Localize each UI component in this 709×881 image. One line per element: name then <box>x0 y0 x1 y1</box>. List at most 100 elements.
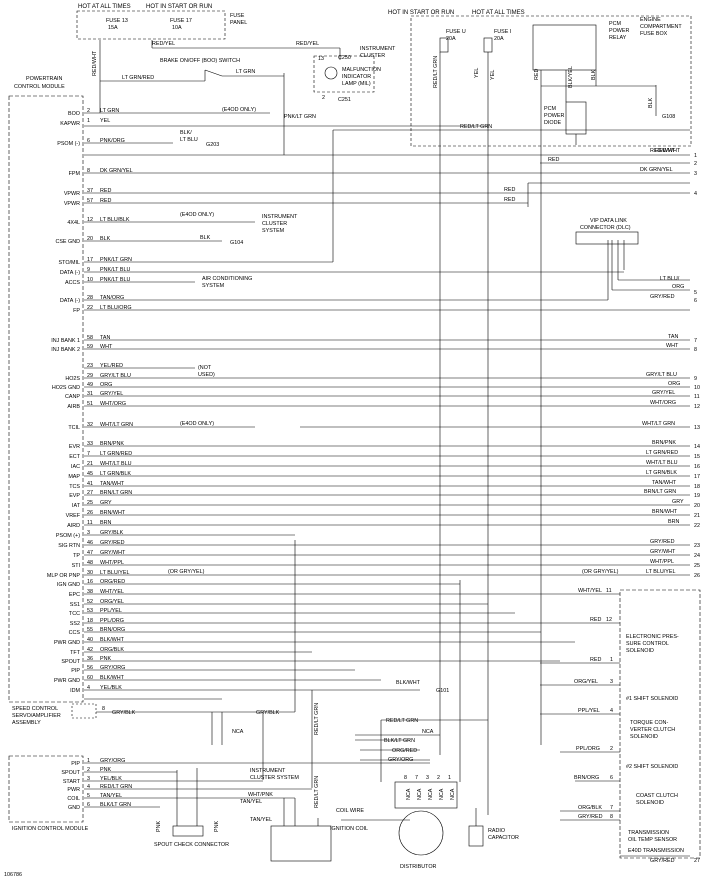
icm-title: IGNITION CONTROL MODULE <box>12 826 89 832</box>
right-ref-number: 15 <box>694 454 700 460</box>
icm-pin-wire: TAN/YEL <box>100 793 122 799</box>
note-not-used-1: (NOT <box>198 365 212 371</box>
right-wire-brn-lt-grn19: BRN/LT GRN <box>644 489 676 495</box>
trans-org-yel: ORG/YEL <box>574 679 598 685</box>
trans-ss2-label: #2 SHIFT SOLENOID <box>626 764 678 770</box>
spout-check-label: SPOUT CHECK CONNECTOR <box>154 842 229 848</box>
pcm-pin-wire: BRN/LT GRN <box>100 490 132 496</box>
pcm-pin-number: 3 <box>87 530 90 536</box>
pcm-pin-wire: ORG/YEL <box>100 599 124 605</box>
pcm-pin-label: TCIL <box>68 425 80 431</box>
icm-pin-wire: GRY/ORG <box>100 758 125 764</box>
pcm-pin-label: AIRB <box>67 404 80 410</box>
org-red-dist: ORG/RED <box>392 748 417 754</box>
pcm-pin-number: 7 <box>87 451 90 457</box>
pcm-pin-label: KAPWR <box>60 121 80 127</box>
right-ref-number: 8 <box>694 347 697 353</box>
right-ref-number: 26 <box>694 573 700 579</box>
right-wire-gry-yel11: GRY/YEL <box>652 390 675 396</box>
pcm-diode-label-3: DIODE <box>544 120 561 126</box>
pcm-pin-number: 23 <box>87 363 93 369</box>
tan-yel-label: TAN/YEL <box>240 799 262 805</box>
pcm-pin-wire: BRN/ORG <box>100 627 125 633</box>
icm-pin-label: START <box>63 779 81 785</box>
pcm-pin-number: 25 <box>87 500 93 506</box>
trans-tft-label: TRANSMISSION <box>628 830 669 836</box>
right-wire-lt-blu-yel26: LT BLU/YEL <box>646 569 675 575</box>
ic-system-label: INSTRUMENT <box>250 768 286 774</box>
pcm-pin-label: ACCS <box>65 280 80 286</box>
pcm-pin-label: MLP OR PNP <box>47 573 81 579</box>
mil-pin-2: 2 <box>322 95 325 101</box>
note-blk-lt-blu-2: LT BLU <box>180 137 198 143</box>
trans-brn-org: BRN/ORG <box>574 775 599 781</box>
note-pnk-lt-grn: PNK/LT GRN <box>284 114 316 120</box>
pcm-pin-number: 27 <box>87 490 93 496</box>
right-ref-number: 11 <box>694 394 700 400</box>
pcm-pin-number: 30 <box>87 570 93 576</box>
pcm-pin-label: VPWR <box>64 201 80 207</box>
trans-epc-label: ELECTRONIC PRES- <box>626 634 679 640</box>
right-ref-number: 19 <box>694 493 700 499</box>
note-ic-system-2: CLUSTER <box>262 221 287 227</box>
distributor-pin: 8 <box>404 775 407 781</box>
right-wire-brn-wht21: BRN/WHT <box>652 509 678 515</box>
fuse-u-box <box>439 37 449 53</box>
hot-all-times-right: HOT AT ALL TIMES <box>472 10 525 16</box>
mil-label-2: INDICATOR <box>342 74 371 80</box>
pcm-pin-wire: PNK <box>100 656 111 662</box>
red-lt-grn-dist: RED/LT GRN <box>386 718 418 724</box>
right-ref-number: 10 <box>694 385 700 391</box>
right-wire-brn-pnk14: BRN/PNK <box>652 440 676 446</box>
pcm-pin-number: 2 <box>87 108 90 114</box>
trans-epc-label: SURE CONTROL <box>626 641 669 647</box>
pcm-pin-number: 16 <box>87 579 93 585</box>
engine-box-label-3: FUSE BOX <box>640 31 668 37</box>
pcm-pin-number: 48 <box>87 560 93 566</box>
pcm-pin-label: PSOM (+) <box>56 533 80 539</box>
note-red-relay: RED <box>534 69 540 80</box>
right-ref-number: 7 <box>694 338 697 344</box>
trans-pin1: 1 <box>610 657 613 663</box>
pcm-pin-wire: DK GRN/YEL <box>100 168 133 174</box>
pcm-pin-wire: PNK/LT GRN <box>100 257 132 263</box>
right-wire-gry-wht24: GRY/WHT <box>650 549 676 555</box>
right-ref-number: 14 <box>694 444 700 450</box>
note-ic-system-3: SYSTEM <box>262 228 285 234</box>
pcm-pin-wire: WHT/YEL <box>100 589 124 595</box>
engine-fuse-box <box>410 15 692 147</box>
boo-switch-label: BRAKE ON/OFF (BOO) SWITCH <box>160 58 240 64</box>
pcm-pin-label: SS2 <box>70 621 80 627</box>
pcm-pin-label: VREF <box>66 513 81 519</box>
icm-pin-label: GND <box>68 805 80 811</box>
pcm-pin-number: 60 <box>87 675 93 681</box>
pcm-pin-number: 6 <box>87 138 90 144</box>
pcm-pin-wire: YEL/BLK <box>100 685 122 691</box>
trans-ppl-yel: PPL/YEL <box>578 708 600 714</box>
speed-control-label: ASSEMBLY <box>12 720 41 726</box>
pcm-pin-number: 9 <box>87 267 90 273</box>
note-or-gry-yel: (OR GRY/YEL) <box>168 569 205 575</box>
note-blk-relay: BLK <box>591 69 597 80</box>
pcm-pin-label: 4X4L <box>67 220 80 226</box>
fuse-i-label: FUSE I <box>494 29 511 35</box>
pcm-pin-number: 56 <box>87 665 93 671</box>
pcm-pin-label: AIRD <box>67 523 80 529</box>
note-g104: G104 <box>230 240 243 246</box>
right-ref-number: 2 <box>694 161 697 167</box>
gry-org-dist: GRY/ORG <box>388 757 413 763</box>
blk-wht-g101-wire: BLK/WHT <box>396 680 421 686</box>
fuse-u-label: FUSE U <box>446 29 466 35</box>
pcm-pin-label: TCS <box>69 484 80 490</box>
pcm-pin-label: PWR GND <box>54 678 80 684</box>
icm-pin-wire: BLK/LT GRN <box>100 802 131 808</box>
pcm-pin-number: 18 <box>87 618 93 624</box>
pcm-pin-number: 49 <box>87 382 93 388</box>
trans-red-pin: 12 <box>606 617 612 623</box>
pcm-pin-number: 41 <box>87 481 93 487</box>
note-red-wht-top: RED/WHT <box>92 50 98 76</box>
right-ref-number: 27 <box>694 858 700 864</box>
right-wire-lt-blu-org-1: LT BLU/ <box>660 276 680 282</box>
